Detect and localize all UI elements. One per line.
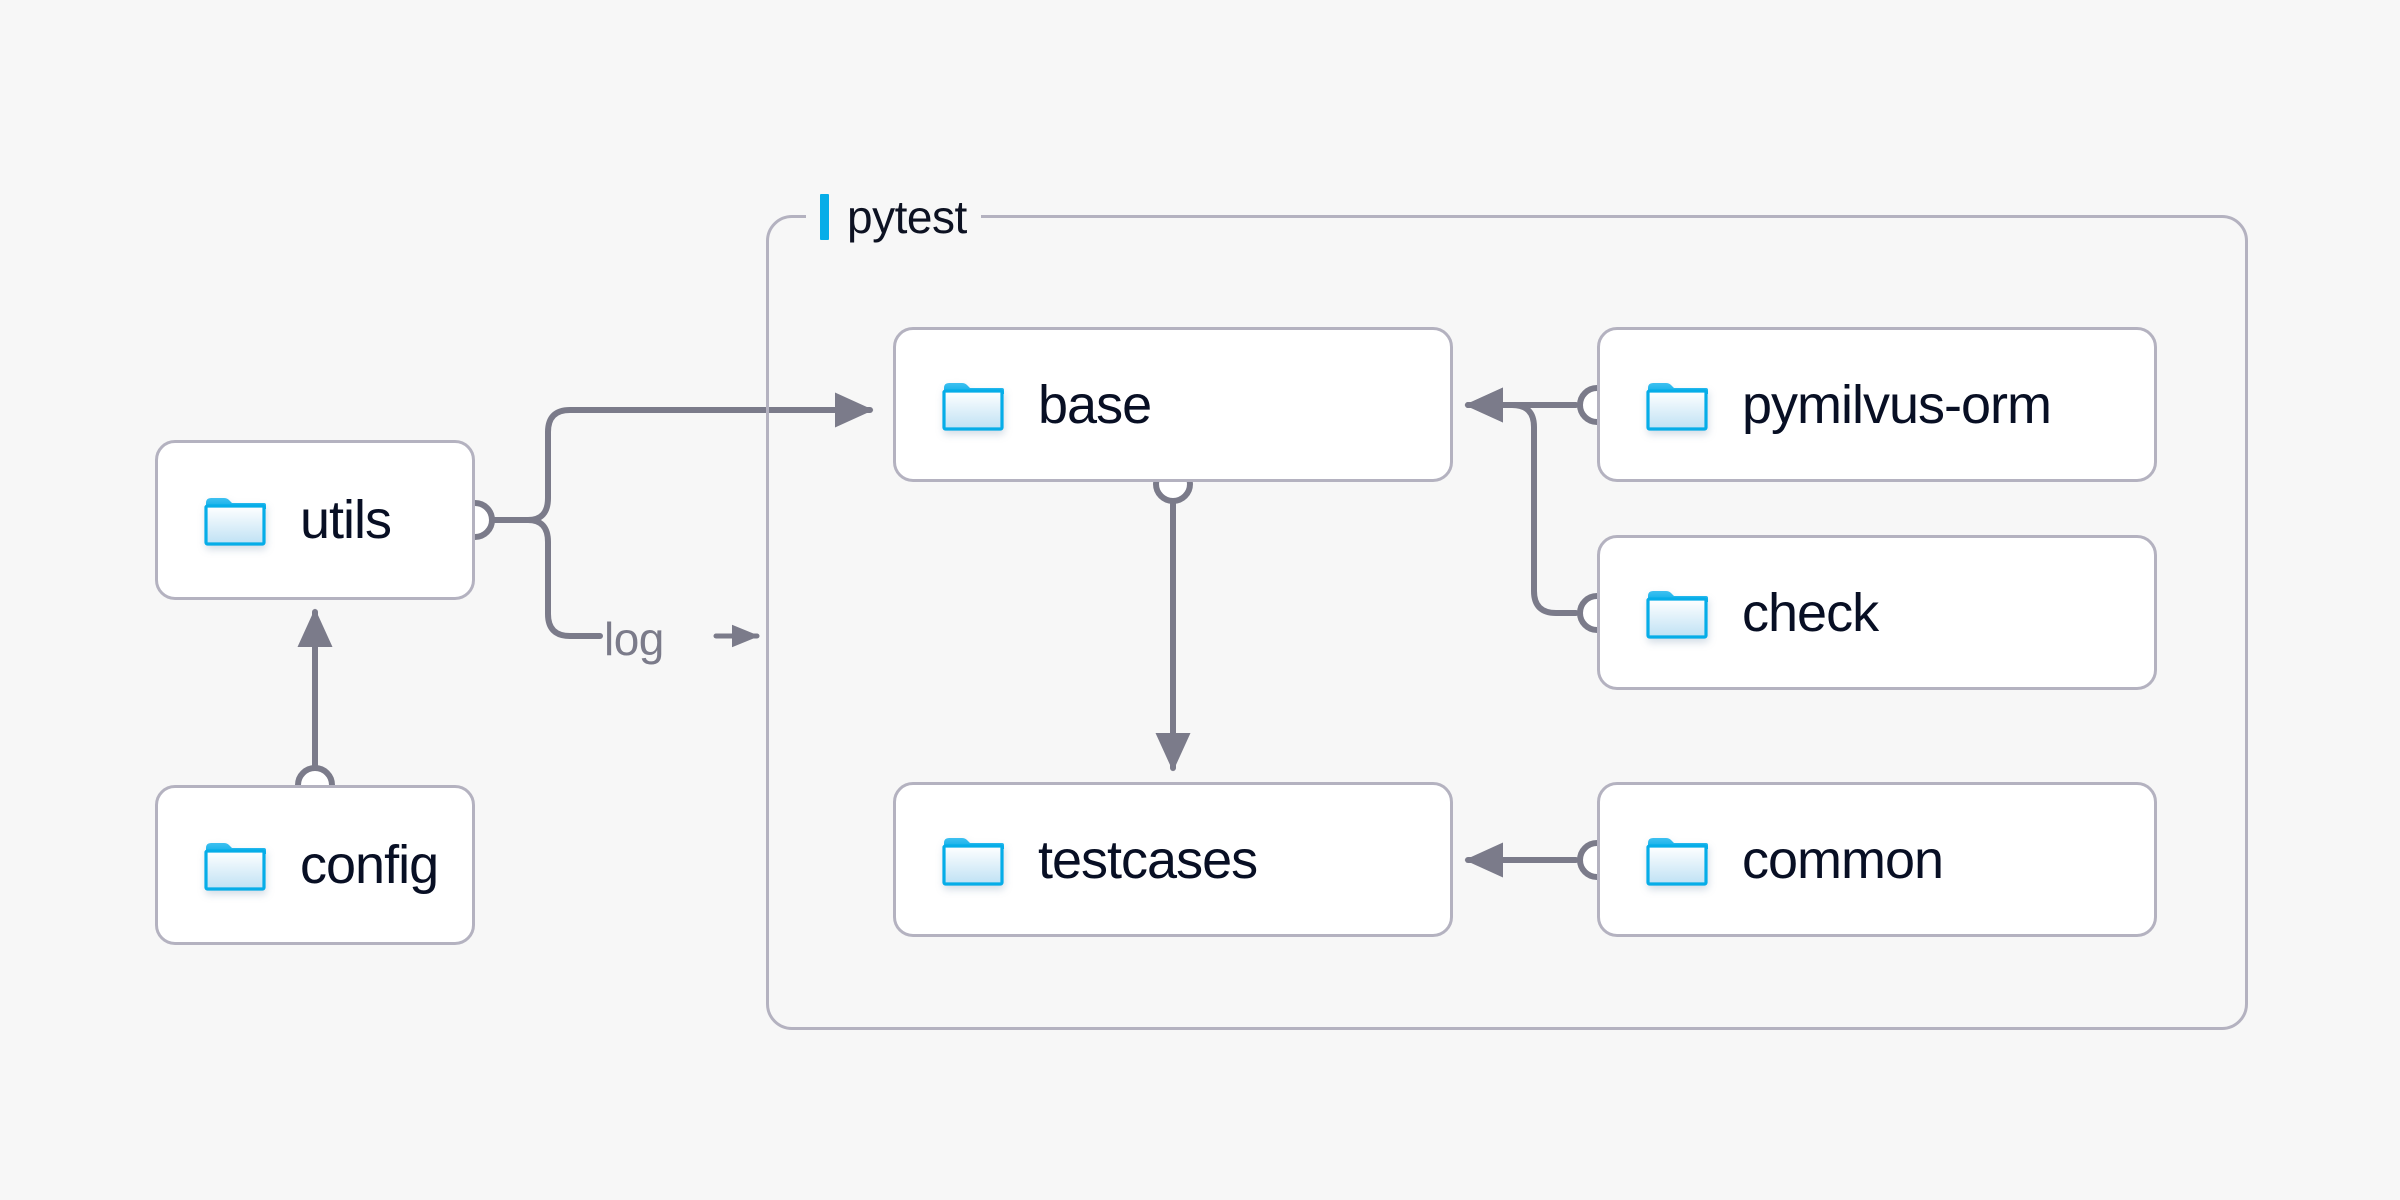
node-label: common [1742, 829, 1944, 890]
folder-icon [204, 494, 266, 546]
node-label: testcases [1038, 829, 1258, 890]
node-utils[interactable]: utils [155, 440, 475, 600]
group-pytest-title: pytest [847, 191, 967, 243]
folder-icon [1646, 379, 1708, 431]
folder-icon [1646, 587, 1708, 639]
folder-icon [942, 834, 1004, 886]
node-config[interactable]: config [155, 785, 475, 945]
node-label: utils [300, 490, 392, 550]
folder-icon [942, 379, 1004, 431]
node-base[interactable]: base [893, 327, 1453, 482]
group-accent-bar [820, 194, 829, 240]
node-check[interactable]: check [1597, 535, 2157, 690]
folder-icon [1646, 834, 1708, 886]
group-pytest-label: pytest [806, 190, 981, 244]
edge-utils-to-log [525, 517, 603, 639]
node-label: check [1742, 582, 1879, 643]
node-label: config [300, 835, 439, 895]
folder-icon [204, 839, 266, 891]
node-label: base [1038, 374, 1152, 435]
node-testcases[interactable]: testcases [893, 782, 1453, 937]
node-pymilvus-orm[interactable]: pymilvus-orm [1597, 327, 2157, 482]
group-pytest[interactable] [766, 215, 2248, 1030]
node-label: pymilvus-orm [1742, 374, 2052, 435]
edge-label-log: log [604, 613, 664, 665]
node-common[interactable]: common [1597, 782, 2157, 937]
